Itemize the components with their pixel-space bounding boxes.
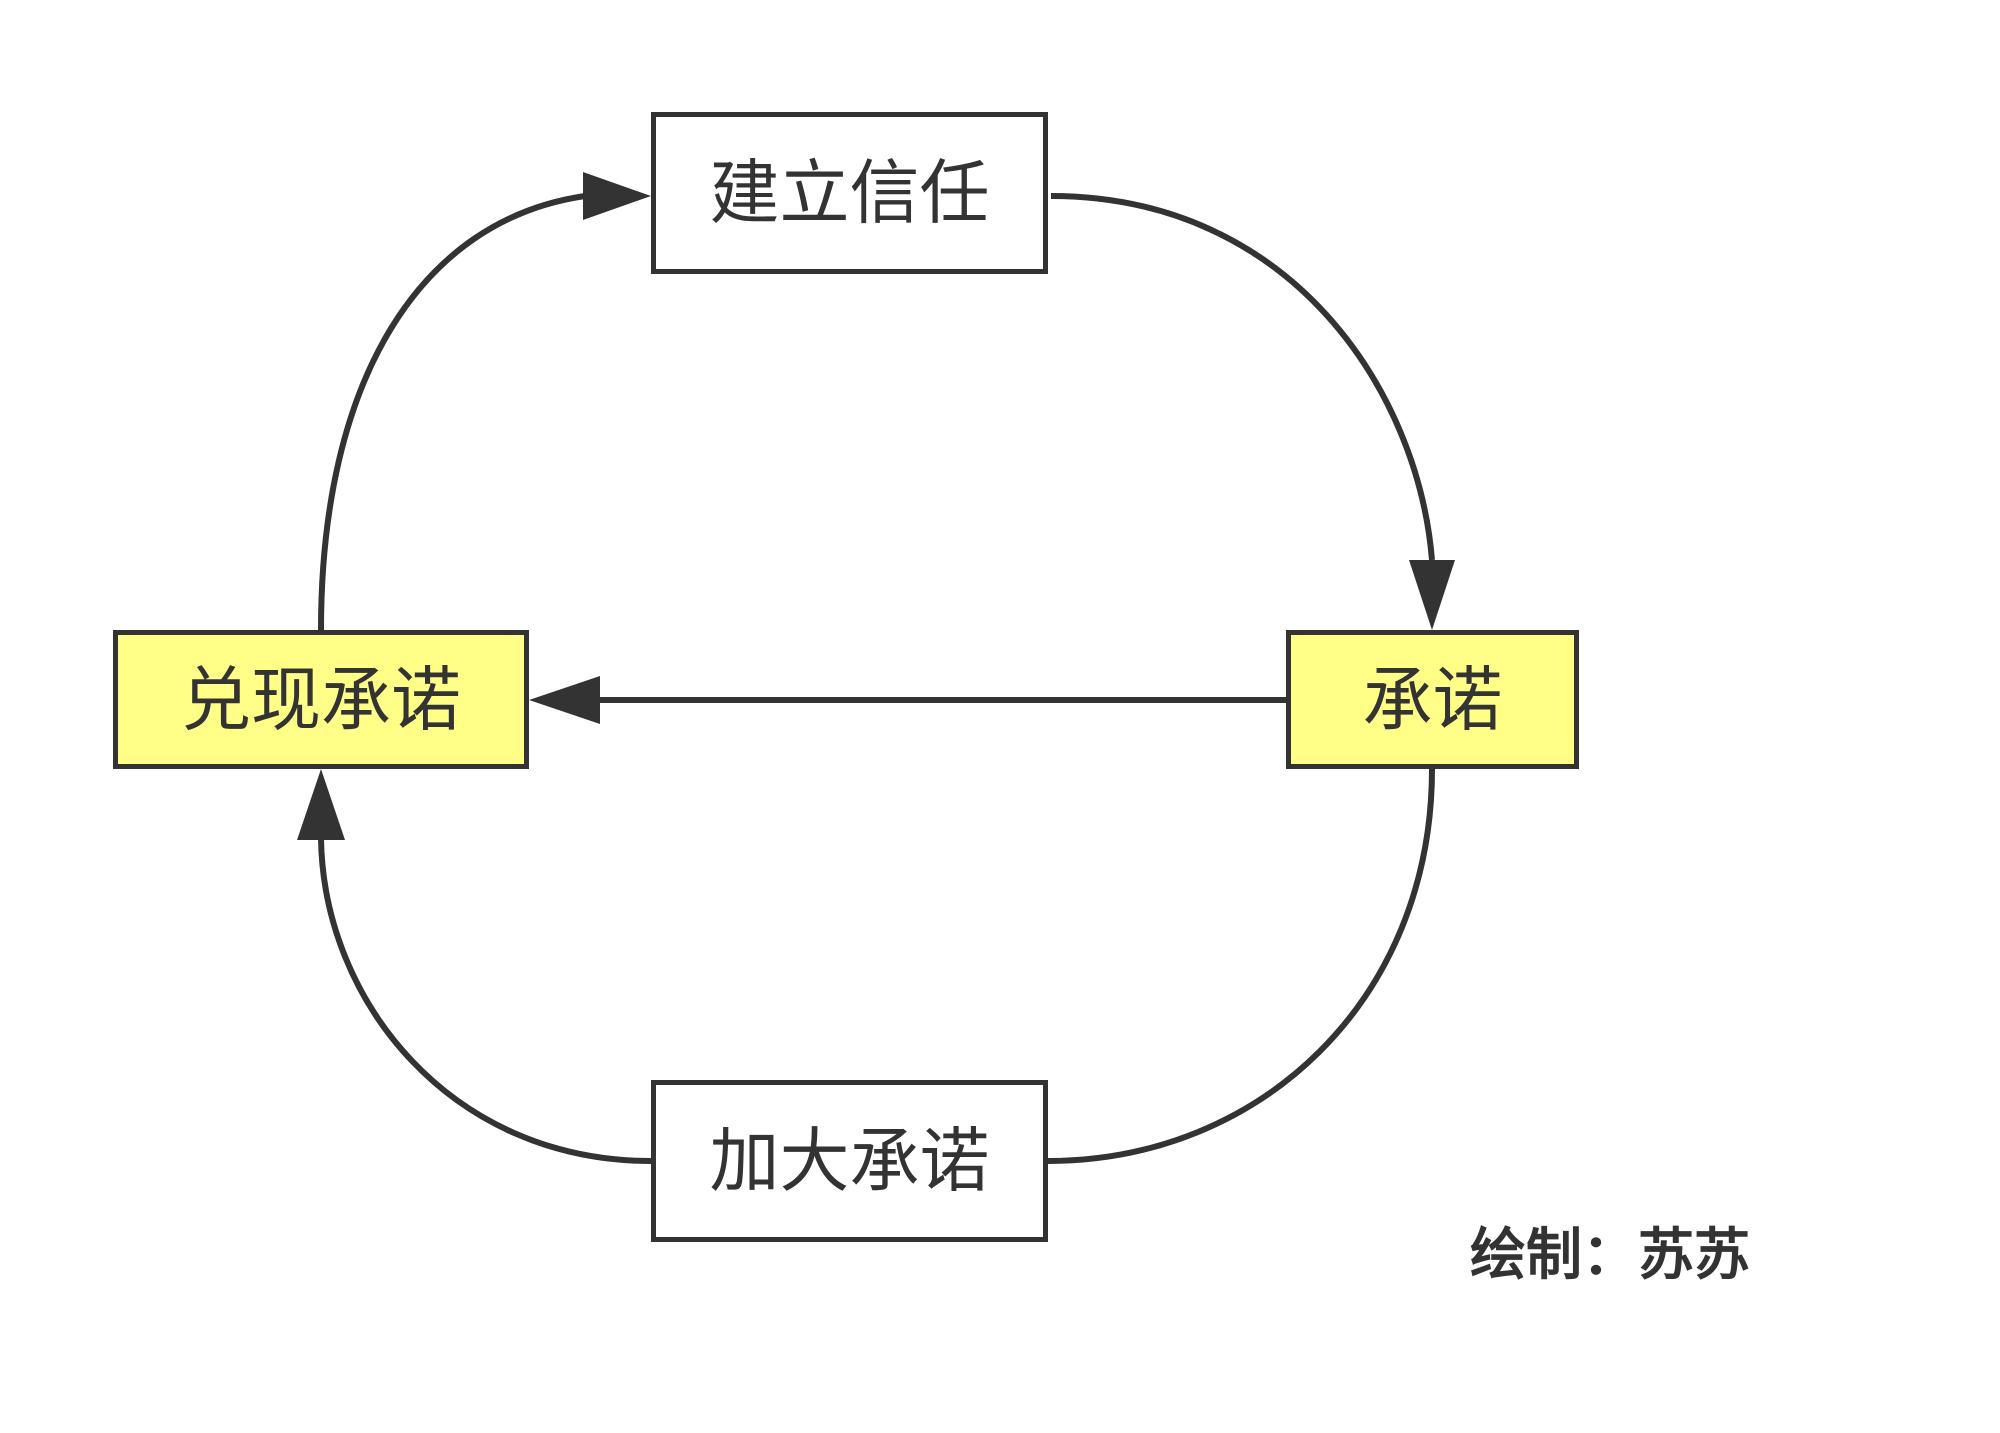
node-promise-label: 承诺 (1362, 658, 1503, 741)
node-build-trust-label: 建立信任 (709, 152, 990, 234)
edge-trust-to-promise (1050, 193, 1435, 561)
arrowhead-into-promise (1409, 560, 1455, 630)
edge-promise-to-bigger (1047, 768, 1435, 1164)
edge-bigger-to-fulfill (318, 837, 652, 1164)
node-bigger-promise: 加大承诺 (651, 1080, 1048, 1242)
node-bigger-promise-label: 加大承诺 (709, 1120, 990, 1202)
author-credit: 绘制：苏苏 (1470, 1223, 1750, 1288)
arrowhead-into-fulfill (529, 676, 600, 724)
node-promise: 承诺 (1286, 630, 1579, 769)
node-fulfill-promise: 兑现承诺 (113, 630, 529, 769)
edge-fulfill-to-trust (318, 193, 586, 631)
node-fulfill-promise-label: 兑现承诺 (181, 658, 461, 741)
node-build-trust: 建立信任 (651, 112, 1048, 274)
arrowhead-into-trust (583, 172, 651, 220)
arrowhead-into-fulfill-bottom (297, 769, 345, 840)
